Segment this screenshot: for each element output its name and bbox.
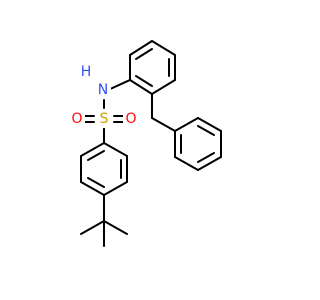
sulfonamide-bonds — [83, 79, 131, 144]
oxygen-right-label: O — [125, 111, 136, 127]
atom-nitrogen: N — [95, 81, 111, 99]
atom-hydrogen: H — [79, 63, 93, 81]
benzyl-group — [151, 93, 222, 171]
molecule-structure: N H S O O — [69, 40, 222, 247]
atom-sulfur: S — [96, 110, 112, 128]
atom-oxygen-right: O — [123, 110, 139, 128]
tert-butylphenyl-ring — [80, 142, 128, 196]
tert-butyl-group — [80, 194, 128, 247]
aniline-ring — [129, 40, 176, 95]
atom-oxygen-left: O — [69, 110, 85, 128]
hydrogen-label: H — [81, 64, 92, 80]
nitrogen-label: N — [98, 82, 108, 98]
oxygen-left-label: O — [71, 111, 82, 127]
sulfur-label: S — [100, 111, 109, 127]
